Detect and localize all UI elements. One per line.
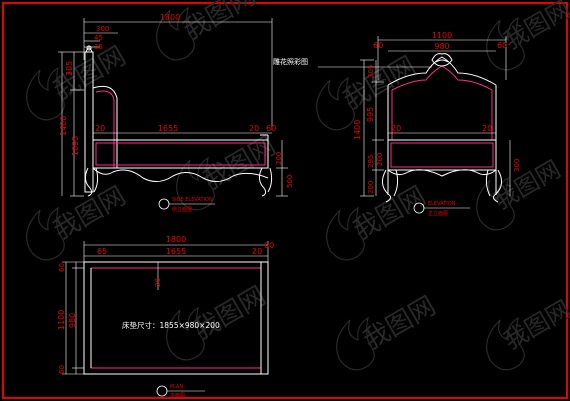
plan-title-cn: 平面图 — [170, 393, 185, 399]
front-dim-20-right: 20 — [482, 124, 492, 133]
front-title-block: ELEVATION 正立面图 — [413, 201, 470, 217]
plan-view: 1800 65 1655 20 60 20 60 1100 980 60 床垫尺… — [57, 235, 274, 399]
side-dim-60: 60 — [266, 124, 276, 133]
carving-label: 雕花照彩图 — [273, 57, 308, 66]
front-dim-60-left: 60 — [373, 41, 383, 50]
svg-text:我图网: 我图网 — [179, 0, 262, 46]
plan-dim-inner-20: 20 — [154, 278, 162, 287]
plan-dim-60-bottom: 60 — [58, 365, 66, 374]
front-title-cn: 正立面图 — [428, 210, 448, 217]
side-bed-frame — [84, 134, 273, 197]
side-dim-1400: 1400 — [59, 116, 68, 136]
side-dim-overall: 1800 — [160, 13, 180, 22]
svg-text:我图网: 我图网 — [49, 41, 132, 106]
side-title-block: SIDE ELEVATION 侧立面图 — [158, 197, 215, 213]
front-dim-bottom-200: 200 — [367, 181, 375, 194]
side-dim-20-left: 20 — [95, 124, 105, 133]
front-dim-300: 300 — [513, 159, 521, 172]
plan-dim-1100: 1100 — [57, 310, 66, 330]
plan-dimension-lines — [62, 241, 269, 375]
plan-dim-20: 20 — [252, 247, 262, 256]
side-dim-200: 200 — [275, 152, 283, 165]
plan-dim-60: 60 — [264, 241, 274, 250]
front-dim-60-right: 60 — [497, 41, 507, 50]
side-dim-1095: 1095 — [71, 136, 80, 156]
side-dim-1655: 1655 — [158, 124, 178, 133]
plan-dim-60-top: 60 — [58, 263, 66, 272]
front-dim-1400: 1400 — [353, 120, 362, 140]
plan-outline — [83, 261, 269, 375]
side-dim-35: 35 — [94, 43, 103, 51]
plan-title-block: PLAN 平面图 — [156, 384, 205, 399]
side-title-cn: 侧立面图 — [172, 206, 192, 213]
front-dim-1100: 1100 — [432, 31, 452, 40]
side-dim-45: 45 — [94, 34, 103, 42]
side-dim-500: 500 — [286, 175, 294, 188]
side-headboard — [84, 45, 118, 193]
side-dim-20-right: 20 — [249, 124, 259, 133]
side-dimension-lines — [58, 18, 288, 197]
side-title-en: SIDE ELEVATION — [172, 197, 213, 203]
plan-dim-1655: 1655 — [166, 247, 186, 256]
front-elevation-view: 雕花照彩图 1100 60 980 60 305 1400 995 295 2 — [273, 31, 521, 217]
svg-text:我图网: 我图网 — [349, 181, 432, 246]
side-dim-305: 305 — [65, 61, 74, 76]
front-dimension-lines — [360, 36, 511, 197]
front-dim-200: 200 — [376, 153, 384, 166]
plan-dim-1800: 1800 — [166, 235, 186, 244]
front-dim-305: 305 — [367, 65, 375, 78]
watermark-logos: 我图网 我图网 我图网 我图网 我图网 我图网 我图网 我图网 我图网 我图网 … — [26, 0, 570, 371]
svg-text:我图网: 我图网 — [359, 291, 442, 356]
svg-text:我图网: 我图网 — [499, 0, 570, 55]
front-dim-295: 295 — [367, 155, 375, 168]
svg-text:我图网: 我图网 — [199, 131, 282, 196]
plan-title-en: PLAN — [170, 384, 183, 390]
svg-text:我图网: 我图网 — [49, 181, 132, 246]
plan-dim-65: 65 — [97, 247, 107, 256]
front-dim-995: 995 — [366, 107, 375, 122]
mattress-size-text: 床垫尺寸：1855×980×200 — [122, 320, 220, 330]
front-bed-frame — [382, 139, 502, 203]
svg-text:我图网: 我图网 — [499, 295, 570, 355]
svg-text:我图网: 我图网 — [189, 281, 272, 346]
plan-dim-980: 980 — [68, 313, 77, 328]
front-dim-20-left: 20 — [391, 124, 401, 133]
front-dim-980: 980 — [434, 42, 449, 51]
side-elevation-view: 1800 300 45 35 305 1400 1095 20 1655 20 … — [58, 13, 294, 213]
front-title-en: ELEVATION — [428, 201, 456, 207]
svg-text:我图网: 我图网 — [489, 155, 565, 215]
side-dim-300: 300 — [96, 25, 109, 33]
